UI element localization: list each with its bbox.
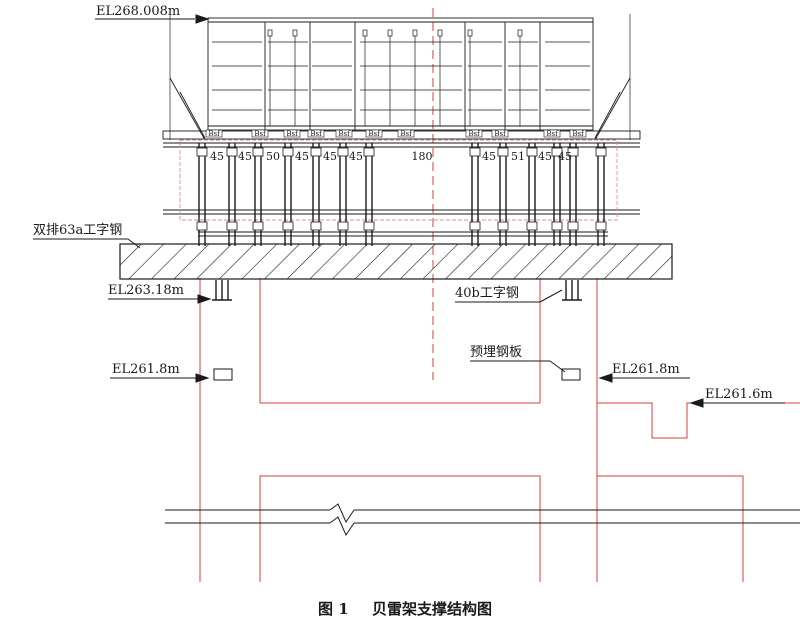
embedded-plate-right xyxy=(561,368,581,381)
truss-tag: Bsf xyxy=(494,130,507,138)
dimension-label: 45 xyxy=(238,150,252,163)
formwork-clamp xyxy=(387,29,393,37)
central-pit-outline xyxy=(259,278,541,404)
truss-post xyxy=(337,143,349,246)
dimension-label: 45 xyxy=(323,150,337,163)
beam-40b-label: 40b工字钢 xyxy=(455,286,519,301)
dimension-label: 51 xyxy=(511,150,525,163)
formwork-clamp xyxy=(437,29,443,37)
truss-post xyxy=(469,143,481,246)
truss-post xyxy=(595,143,607,246)
formwork-clamp xyxy=(467,29,473,37)
el-261-8-left-label: EL261.8m xyxy=(112,362,180,377)
truss-tag: Bsf xyxy=(254,130,267,138)
truss-tags: Bsf Bsf Bsf Bsf Bsf Bsf Bsf Bsf Bsf Bsf Bsf xyxy=(205,129,587,138)
dimension-label: 45 xyxy=(295,150,309,163)
figure-number: 图 1 xyxy=(318,600,349,618)
truss-tag: Bsf xyxy=(368,130,381,138)
el-261-8-right-label: EL261.8m xyxy=(612,362,680,377)
formwork-clamp xyxy=(292,29,298,37)
truss-tag-box xyxy=(543,129,561,138)
truss-tag-box xyxy=(569,129,587,138)
figure-title: 贝雷架支撑结构图 xyxy=(372,600,492,618)
truss-post xyxy=(497,143,509,246)
truss-tag-box xyxy=(335,129,353,138)
bailey-truss-group xyxy=(196,143,607,246)
truss-post xyxy=(226,143,238,246)
formwork xyxy=(169,14,631,141)
truss-tag: Bsf xyxy=(572,130,585,138)
dimension-label: 45 xyxy=(538,150,552,163)
truss-post xyxy=(363,143,375,246)
truss-post xyxy=(282,143,294,246)
truss-envelope xyxy=(179,139,618,221)
dimension-labels: 45 45 50 45 45 45 180 45 51 45 45 xyxy=(210,150,572,163)
dimension-label: 180 xyxy=(412,150,433,163)
dimension-label: 45 xyxy=(210,150,224,163)
right-step-outline xyxy=(597,402,800,439)
brace-right xyxy=(594,77,631,141)
dimension-label: 45 xyxy=(558,150,572,163)
el-263-label: EL263.18m xyxy=(108,283,184,298)
formwork-clamp xyxy=(412,29,418,37)
dimension-label: 45 xyxy=(349,150,363,163)
truss-tag: Bsf xyxy=(546,130,559,138)
el-top-label: EL268.008m xyxy=(96,4,180,19)
truss-post xyxy=(252,143,264,246)
el-261-6-label: EL261.6m xyxy=(705,387,773,402)
embedded-plate-left xyxy=(213,368,233,381)
truss-tag: Bsf xyxy=(286,130,299,138)
leaders xyxy=(33,14,785,408)
brace-left xyxy=(169,77,206,141)
dimension-label: 45 xyxy=(482,150,496,163)
formwork-clamp xyxy=(267,29,273,37)
lower-block-right xyxy=(596,475,744,582)
truss-tag-box xyxy=(283,129,301,138)
truss-tag-box xyxy=(251,129,269,138)
double-beam-label: 双排63a工字钢 xyxy=(33,223,122,238)
truss-tag-box xyxy=(491,129,509,138)
embedded-plate-label: 预埋钢板 xyxy=(470,345,522,360)
lower-block-left xyxy=(259,475,541,582)
double-63a-beam xyxy=(119,243,673,280)
truss-post xyxy=(526,143,538,246)
truss-post xyxy=(567,143,579,246)
truss-tag-box xyxy=(397,129,415,138)
truss-tag: Bsf xyxy=(468,130,481,138)
formwork-clamp xyxy=(362,29,368,37)
truss-tag-box xyxy=(307,129,325,138)
truss-tag-box xyxy=(465,129,483,138)
truss-tag-box xyxy=(365,129,383,138)
foundation-outline xyxy=(199,278,800,582)
break-line xyxy=(165,503,800,537)
formwork-frame xyxy=(207,17,594,131)
truss-post xyxy=(310,143,322,246)
truss-tag: Bsf xyxy=(208,130,221,138)
truss-tag-box xyxy=(205,129,223,138)
truss-post xyxy=(551,143,563,246)
truss-tag: Bsf xyxy=(310,130,323,138)
truss-post xyxy=(196,143,208,246)
dimension-label: 50 xyxy=(266,150,280,163)
formwork-clamp xyxy=(517,29,523,37)
truss-tag: Bsf xyxy=(338,130,351,138)
support-stubs xyxy=(212,280,582,301)
truss-tag: Bsf xyxy=(400,130,413,138)
